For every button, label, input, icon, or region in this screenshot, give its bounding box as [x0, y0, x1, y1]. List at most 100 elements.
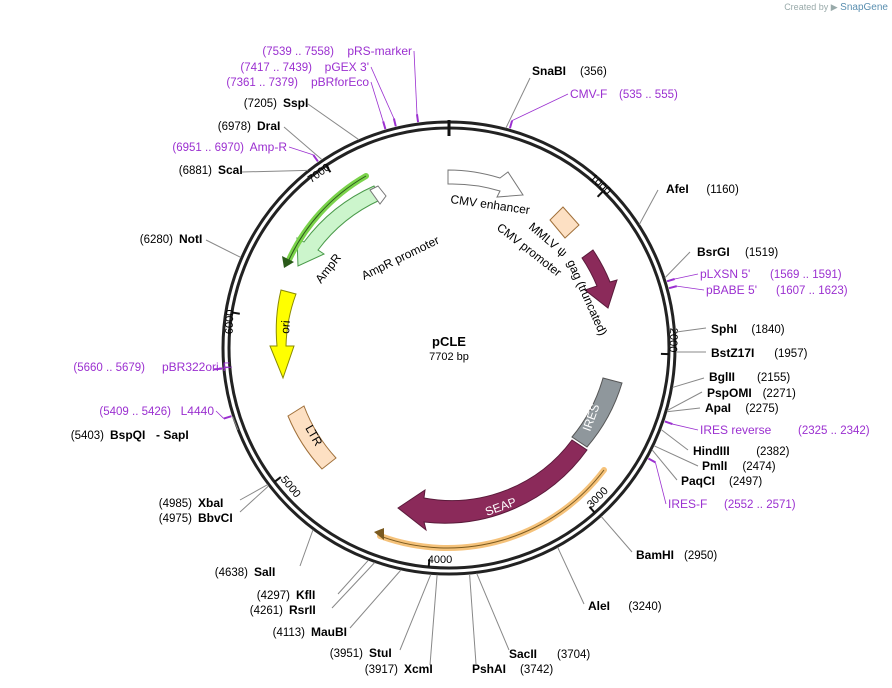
tick-label: 5000: [278, 474, 303, 500]
enzyme-name[interactable]: HindIII: [693, 444, 730, 458]
enzyme-name[interactable]: PshAI: [472, 662, 506, 676]
enzyme-name[interactable]: AfeI: [666, 182, 689, 196]
leader-lines: [205, 50, 707, 666]
ori-arrow[interactable]: [269, 289, 297, 380]
enzyme-position: (2271): [763, 388, 796, 400]
primer-range: (6951 .. 6970): [172, 142, 244, 154]
enzyme-name[interactable]: ApaI: [705, 401, 731, 415]
label-ori: ori: [278, 320, 293, 334]
enzyme-name[interactable]: RsrII: [289, 603, 316, 617]
primer-mark: [508, 120, 514, 129]
enzyme-leader: [660, 428, 689, 451]
enzyme-name[interactable]: BstZ17I: [711, 346, 754, 360]
ltr-box[interactable]: [287, 405, 337, 470]
enzyme-name[interactable]: BamHI: [636, 548, 674, 562]
mmlv-psi-box[interactable]: [549, 206, 580, 239]
tick-mark: [588, 506, 596, 514]
enzyme-name[interactable]: KflI: [296, 588, 315, 602]
enzyme-position: (3704): [557, 649, 590, 661]
primer-name[interactable]: pRS-marker: [347, 44, 412, 58]
enzyme-name[interactable]: StuI: [369, 646, 392, 660]
gag-arrow[interactable]: [581, 249, 618, 309]
primer-range: (5409 .. 5426): [99, 406, 171, 418]
enzyme-leader: [239, 485, 270, 513]
primer-name[interactable]: pGEX 3': [325, 60, 369, 74]
primer-leader: [288, 146, 314, 156]
ires-block[interactable]: [571, 377, 623, 448]
primer-name[interactable]: Amp-R: [250, 140, 288, 154]
enzyme-leader: [307, 103, 360, 141]
tick-mark: [273, 476, 282, 483]
enzyme-name[interactable]: SspI: [283, 96, 308, 110]
primer-mark: [223, 415, 232, 420]
enzyme-name[interactable]: PmlI: [702, 459, 727, 473]
seap-orf-line: [379, 469, 605, 549]
primer-range: (7417 .. 7439): [240, 62, 312, 74]
enzyme-position: (2155): [757, 372, 790, 384]
enzyme-position: (3742): [520, 664, 553, 676]
primer-name[interactable]: pBRforEco: [311, 75, 369, 89]
enzyme-name[interactable]: BspQI: [110, 428, 145, 442]
enzyme-position: (4261): [250, 605, 283, 617]
enzyme-name[interactable]: SalI: [254, 565, 275, 579]
enzyme-name[interactable]: SphI: [711, 322, 737, 336]
enzyme-position: (2275): [745, 403, 778, 415]
enzyme-name[interactable]: DraI: [257, 119, 280, 133]
enzyme-leader: [505, 77, 531, 129]
enzyme-name[interactable]: XcmI: [404, 662, 433, 676]
features: [269, 169, 623, 551]
enzyme-name[interactable]: BsrGI: [697, 245, 730, 259]
enzyme-position: (1840): [751, 324, 784, 336]
enzyme-position: (4113): [273, 627, 306, 639]
enzyme-leader: [349, 569, 402, 629]
tick-mark: [231, 311, 240, 315]
tick-mark: [325, 165, 332, 173]
enzyme-position: (4297): [257, 590, 290, 602]
primer-name[interactable]: pBR322ori-F: [162, 360, 230, 374]
enzyme-name[interactable]: SacII: [509, 647, 537, 661]
enzyme-name[interactable]: BbvCI: [198, 511, 233, 525]
enzyme-position: (2382): [756, 446, 789, 458]
enzyme-position: (4638): [215, 567, 248, 579]
primer-mark: [392, 118, 397, 127]
enzyme-position: (1957): [774, 348, 807, 360]
enzyme-leader: [469, 574, 477, 665]
tick-label: 2000: [667, 328, 680, 353]
primer-leader: [674, 273, 699, 280]
primer-mark: [668, 285, 678, 290]
primer-range: (1607 .. 1623): [776, 285, 848, 297]
primer-mark: [415, 114, 420, 123]
enzyme-name[interactable]: NotI: [179, 232, 202, 246]
primer-range: (1569 .. 1591): [770, 269, 842, 281]
primer-range: (2325 .. 2342): [798, 425, 870, 437]
enzyme-leader: [429, 574, 438, 666]
ampr-promoter-arrow[interactable]: [369, 185, 387, 205]
enzyme-name[interactable]: BglII: [709, 370, 735, 384]
enzyme-name[interactable]: XbaI: [198, 496, 223, 510]
primer-name[interactable]: L4440: [181, 404, 215, 418]
enzyme-name[interactable]: MauBI: [311, 625, 347, 639]
enzyme-leader: [205, 239, 242, 258]
enzyme-name[interactable]: PaqCI: [681, 474, 715, 488]
cmv-enhancer-arrow[interactable]: [447, 169, 524, 198]
enzyme-position: (4985): [159, 498, 192, 510]
enzyme-position: (5403): [71, 430, 104, 442]
tick-label: 4000: [428, 554, 452, 566]
primer-name[interactable]: IRES reverse: [700, 423, 772, 437]
enzyme-position: (7205): [244, 98, 277, 110]
primer-name[interactable]: IRES-F: [668, 497, 707, 511]
enzyme-name[interactable]: PspOMI: [707, 386, 752, 400]
enzyme-leader: [331, 562, 376, 609]
ampr-arrow[interactable]: [296, 185, 381, 267]
primer-name[interactable]: pBABE 5': [706, 283, 757, 297]
enzyme-leader: [600, 516, 633, 553]
enzyme-name[interactable]: - SapI: [156, 428, 189, 442]
enzyme-name[interactable]: ScaI: [218, 163, 243, 177]
enzyme-name[interactable]: SnaBI: [532, 64, 566, 78]
enzyme-leader: [476, 573, 510, 651]
seap-arrow[interactable]: [397, 439, 588, 532]
primer-name[interactable]: pLXSN 5': [700, 267, 750, 281]
enzyme-name[interactable]: AleI: [588, 599, 610, 613]
primer-mark: [312, 154, 319, 163]
primer-name[interactable]: CMV-F: [570, 87, 607, 101]
